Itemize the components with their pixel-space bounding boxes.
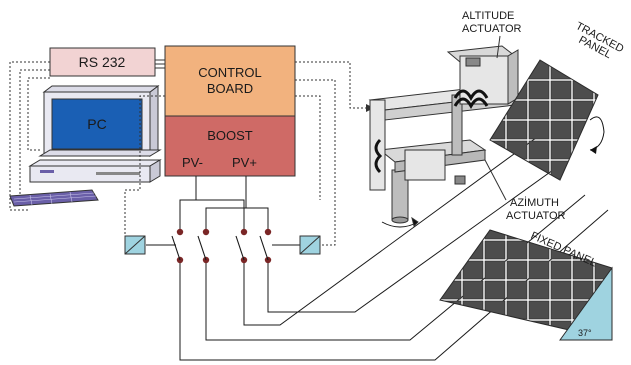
wiring [146, 134, 609, 361]
altitude-label-2: ACTUATOR [462, 23, 522, 35]
azimuth-leader [484, 159, 507, 201]
rs232-control-link [155, 59, 165, 69]
switch-contacts [176, 228, 272, 264]
tracked-panel [489, 59, 605, 181]
altitude-label-1: ALTITUDE [462, 10, 514, 22]
control-dashed-links [124, 61, 370, 246]
boost-block: BOOST PV- PV+ [164, 115, 296, 177]
control-label-1: CONTROL [198, 65, 262, 80]
pc-computer-icon: PC [9, 85, 162, 207]
control-board-block: CONTROL BOARD [164, 45, 296, 117]
fixed-panel: 37° [439, 229, 613, 341]
relay-coil-right [299, 235, 321, 255]
rs232-block: RS 232 [49, 47, 156, 77]
pv-minus-label: PV- [182, 155, 203, 170]
switch-blades [171, 235, 269, 261]
relay-coil-left [124, 235, 146, 255]
azimuth-label-1: AZİMUTH [510, 196, 559, 209]
pv-plus-label: PV+ [232, 155, 257, 170]
pc-label: PC [87, 116, 106, 132]
tilt-angle-label: 37° [578, 328, 592, 338]
rs232-label: RS 232 [79, 54, 126, 70]
tracker-mechanism [368, 45, 519, 228]
altitude-leader [496, 35, 501, 59]
control-label-2: BOARD [207, 81, 253, 96]
azimuth-label-2: ACTUATOR [506, 210, 566, 222]
pc-dashed-links [9, 61, 50, 211]
boost-label: BOOST [207, 128, 253, 143]
